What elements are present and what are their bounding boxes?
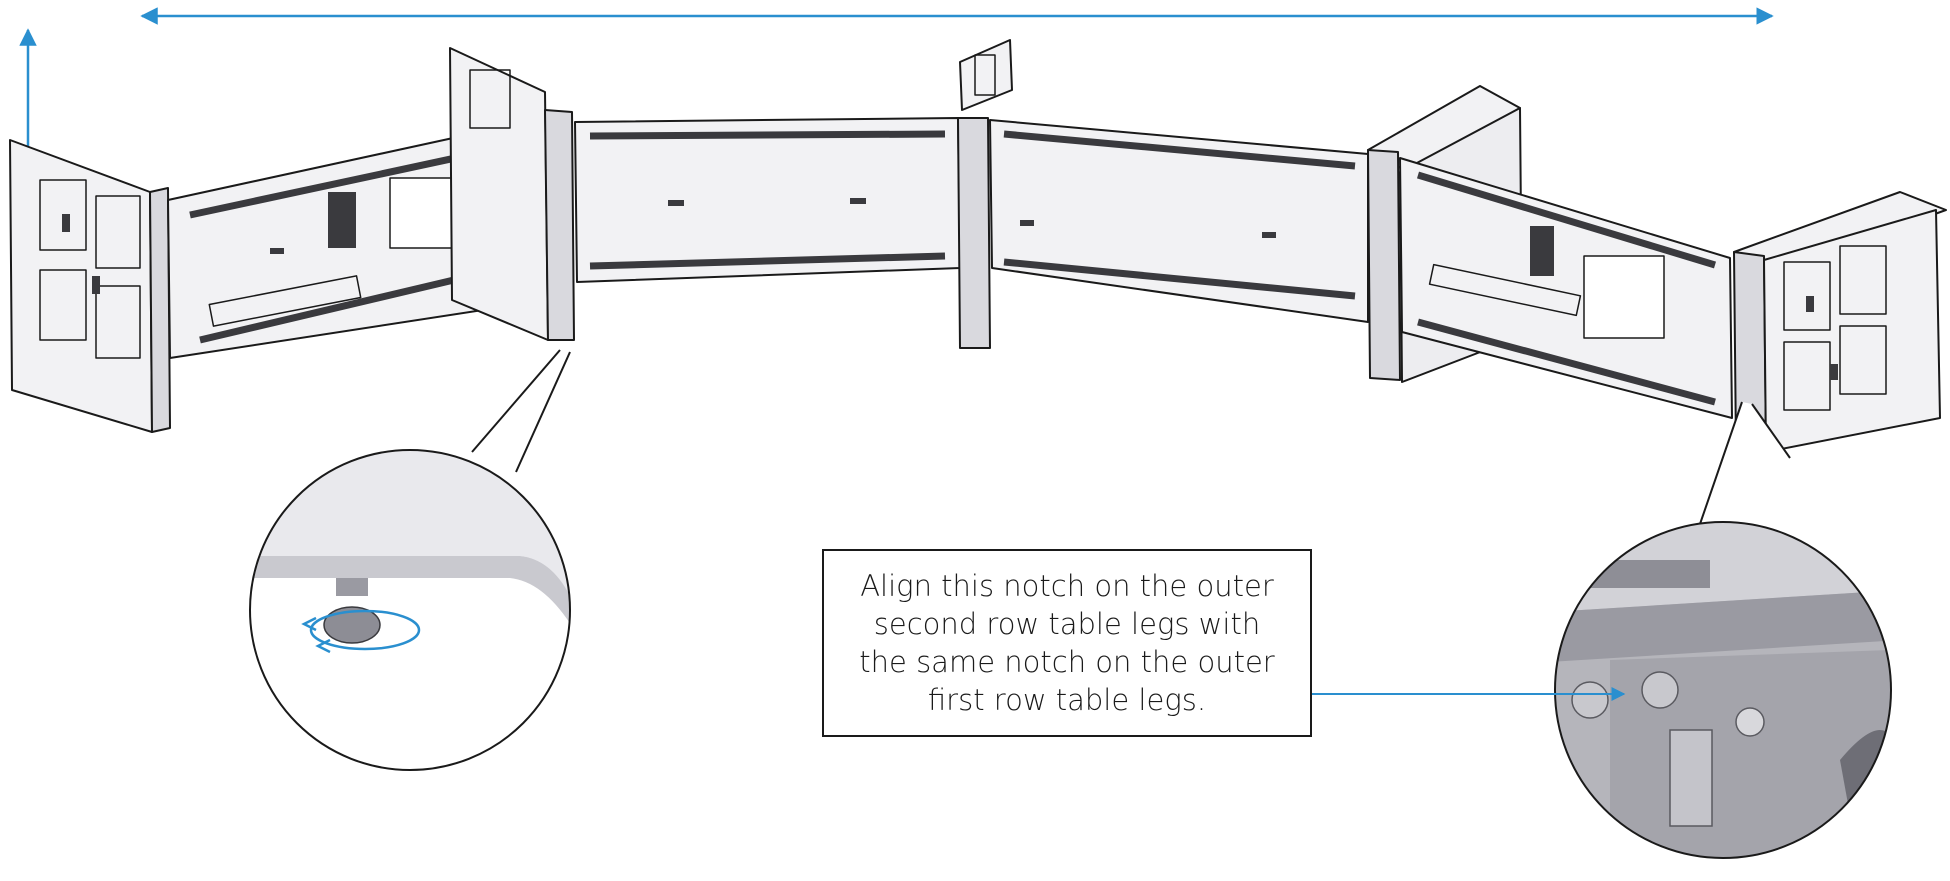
centre-leg (957, 39, 1013, 349)
levelling-foot-icon (323, 606, 381, 644)
left-end-leg (9, 139, 171, 433)
rotation-arrow-icon (309, 609, 421, 651)
leg-notch-callout (1554, 401, 1892, 859)
instruction-callout: Align this notch on the outer second row… (822, 549, 1312, 737)
levelling-foot-callout (249, 349, 571, 771)
inner-left-leg (449, 47, 575, 341)
instruction-text: Align this notch on the outer second row… (859, 569, 1275, 717)
table-assembly (9, 39, 1947, 453)
panel-2 (574, 117, 961, 283)
panel-4 (1399, 157, 1733, 419)
right-end-leg (1733, 191, 1947, 453)
panel-3 (989, 119, 1369, 323)
